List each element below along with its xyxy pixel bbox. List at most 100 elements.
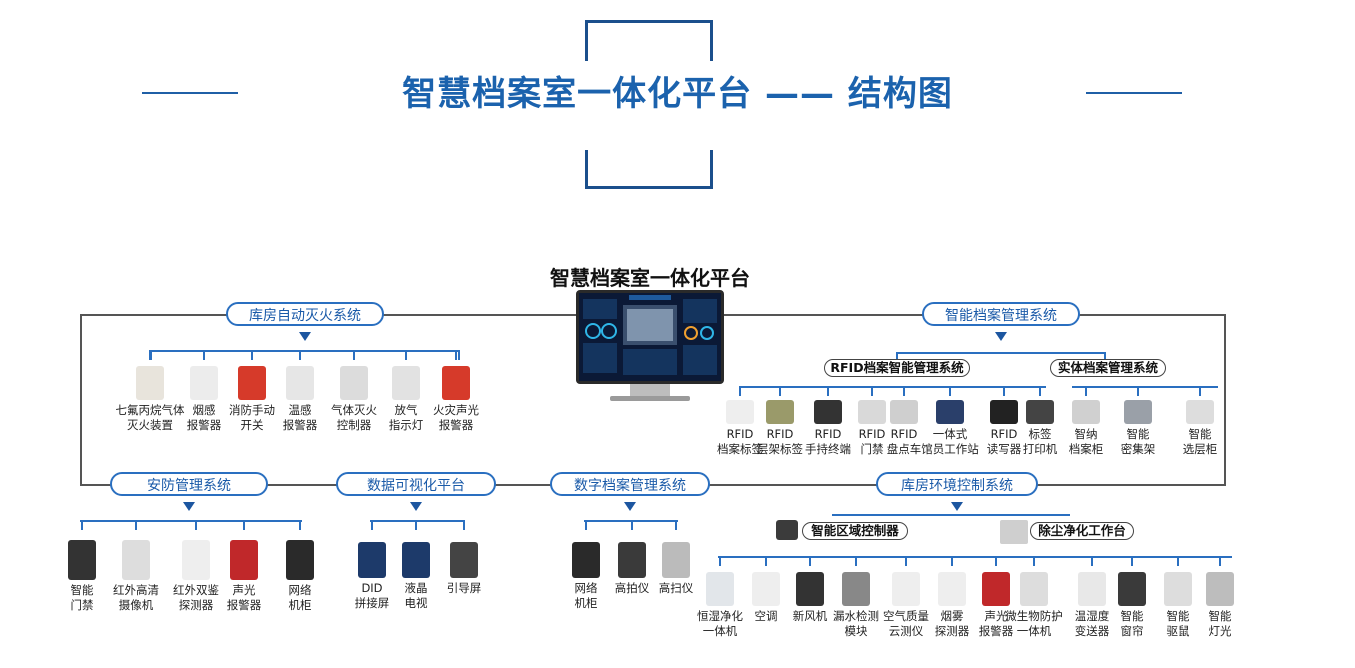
device-item[interactable]: 空气质量 云测仪	[866, 572, 946, 639]
device-label: 智能 门禁	[70, 583, 94, 612]
device-item[interactable]: 红外高清 摄像机	[96, 540, 176, 613]
device-item[interactable]: 烟感 报警器	[164, 366, 244, 433]
device-label: 标签 打印机	[1022, 427, 1058, 456]
section-env[interactable]: 库房环境控制系统	[876, 472, 1038, 496]
device-item[interactable]: RFID 层架标签	[740, 400, 820, 457]
device-icon	[890, 400, 918, 424]
device-icon	[392, 366, 420, 400]
device-icon	[358, 542, 386, 578]
device-label: 七氟丙烷气体 灭火装置	[115, 403, 185, 432]
device-label: 智能 密集架	[1120, 427, 1156, 456]
device-item[interactable]: 液晶 电视	[376, 542, 456, 611]
branch-tick	[905, 556, 907, 566]
env-arrow	[951, 502, 963, 511]
branch-tick	[951, 556, 953, 566]
device-item[interactable]: 烟雾 探测器	[912, 572, 992, 639]
device-item[interactable]: 引导屏	[424, 542, 504, 596]
device-icon	[572, 542, 600, 578]
branch-tick	[1219, 556, 1221, 566]
device-item[interactable]: 一体式 馆员工作站	[910, 400, 990, 457]
device-item[interactable]: 空调	[726, 572, 806, 624]
section-visual[interactable]: 数据可视化平台	[336, 472, 496, 496]
device-item[interactable]: 网络 机柜	[546, 542, 626, 611]
device-label: 微生物防护 一体机	[1005, 609, 1063, 638]
branch-tick	[739, 386, 741, 396]
device-item[interactable]: 智纳 档案柜	[1046, 400, 1126, 457]
section-security[interactable]: 安防管理系统	[110, 472, 268, 496]
security-arrow	[183, 502, 195, 511]
section-fire[interactable]: 库房自动灭火系统	[226, 302, 384, 326]
dashboard-screen-icon	[579, 293, 721, 381]
branch-tick	[299, 350, 301, 360]
archive-tick	[896, 352, 898, 360]
device-item[interactable]: 温感 报警器	[260, 366, 340, 433]
device-label: RFID 档案标签	[717, 427, 763, 456]
device-item[interactable]: 微生物防护 一体机	[994, 572, 1074, 639]
device-item[interactable]: 气体灭火 控制器	[314, 366, 394, 433]
device-item[interactable]: RFID 盘点车	[864, 400, 944, 457]
device-item[interactable]: 智能 门禁	[42, 540, 122, 613]
device-item[interactable]: RFID 门禁	[832, 400, 912, 457]
device-label: RFID 层架标签	[757, 427, 803, 456]
controller-icon	[776, 520, 798, 540]
device-item[interactable]: 消防手动 开关	[212, 366, 292, 433]
env-workbench-label[interactable]: 除尘净化工作台	[1030, 522, 1134, 540]
device-item[interactable]: RFID 手持终端	[788, 400, 868, 457]
device-item[interactable]: 声光 报警器	[204, 540, 284, 613]
branch-tick	[585, 520, 587, 530]
device-icon	[936, 400, 964, 424]
device-item[interactable]: 声光 报警器	[956, 572, 1036, 639]
device-label: DID 拼接屏	[354, 581, 390, 610]
branch-tick	[203, 350, 205, 360]
device-item[interactable]: 智能 密集架	[1098, 400, 1178, 457]
device-item[interactable]: RFID 读写器	[964, 400, 1044, 457]
device-label: 烟感 报警器	[186, 403, 222, 432]
section-digital[interactable]: 数字档案管理系统	[550, 472, 710, 496]
device-item[interactable]: 网络 机柜	[260, 540, 340, 613]
device-icon	[1118, 572, 1146, 606]
env-branch-line	[718, 556, 1232, 558]
device-label: 声光 报警器	[978, 609, 1014, 638]
device-icon	[286, 366, 314, 400]
device-label: 智能 选层柜	[1182, 427, 1218, 456]
rfid-system-label[interactable]: RFID档案智能管理系统	[824, 359, 970, 377]
device-item[interactable]: DID 拼接屏	[332, 542, 412, 611]
device-label: 气体灭火 控制器	[331, 403, 377, 432]
physical-system-label[interactable]: 实体档案管理系统	[1050, 359, 1166, 377]
device-item[interactable]: 温湿度 变送器	[1052, 572, 1132, 639]
device-icon	[1124, 400, 1152, 424]
device-icon	[1186, 400, 1214, 424]
section-archive[interactable]: 智能档案管理系统	[922, 302, 1080, 326]
device-item[interactable]: 高扫仪	[636, 542, 716, 596]
device-item[interactable]: 智能 选层柜	[1160, 400, 1240, 457]
device-icon	[1164, 572, 1192, 606]
device-item[interactable]: 标签 打印机	[1000, 400, 1080, 457]
env-controller-label[interactable]: 智能区域控制器	[802, 522, 908, 540]
device-item[interactable]: 放气 指示灯	[366, 366, 446, 433]
header-bottom-bracket	[585, 150, 713, 189]
device-item[interactable]: 漏水检测 模块	[816, 572, 896, 639]
branch-tick	[675, 520, 677, 530]
device-label: 液晶 电视	[404, 581, 428, 610]
device-icon	[982, 572, 1010, 606]
device-item[interactable]: 智能 窗帘	[1092, 572, 1172, 639]
device-item[interactable]: 智能 驱鼠	[1138, 572, 1218, 639]
device-label: RFID 门禁	[858, 427, 886, 456]
device-item[interactable]: RFID 档案标签	[700, 400, 780, 457]
device-item[interactable]: 高拍仪	[592, 542, 672, 596]
branch-tick	[779, 386, 781, 396]
device-icon	[230, 540, 258, 580]
device-item[interactable]: 七氟丙烷气体 灭火装置	[110, 366, 190, 433]
branch-tick	[135, 520, 137, 530]
monitor-base	[610, 396, 690, 401]
device-item[interactable]: 恒湿净化 一体机	[680, 572, 760, 639]
device-item[interactable]: 新风机	[770, 572, 850, 624]
device-item[interactable]: 火灾声光 报警器	[416, 366, 496, 433]
fire-tick	[458, 350, 460, 360]
device-label: 一体式 馆员工作站	[921, 427, 979, 456]
device-item[interactable]: 智能 灯光	[1180, 572, 1260, 639]
device-label: 网络 机柜	[288, 583, 312, 612]
device-item[interactable]: 红外双鉴 探测器	[156, 540, 236, 613]
device-icon	[450, 542, 478, 578]
device-icon	[990, 400, 1018, 424]
